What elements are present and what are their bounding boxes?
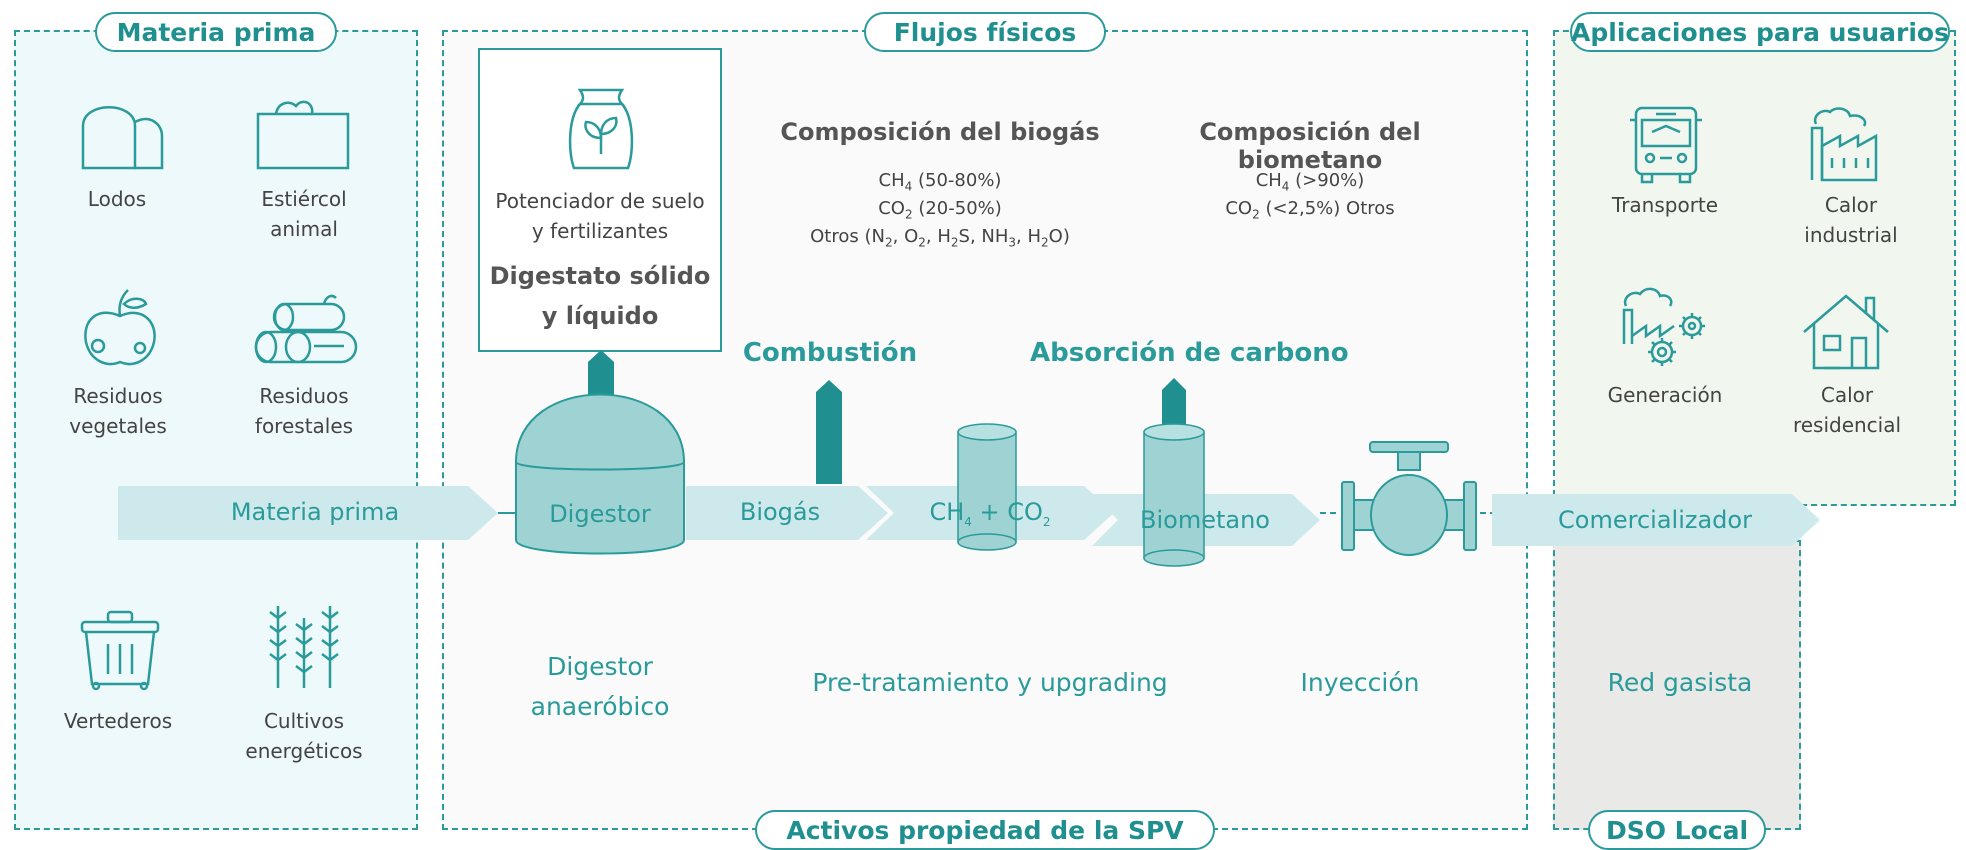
residuos-vegetales-icon	[84, 289, 156, 366]
house-icon	[1803, 294, 1889, 370]
arrow-comercializador	[1492, 494, 1820, 546]
absorcion-cylinder-icon	[1143, 378, 1205, 567]
calor-industrial-label-1: Calor	[1824, 193, 1878, 217]
flow-ch4-co2-label: CH4 + CO2	[929, 498, 1051, 529]
arrow-biogas	[686, 486, 888, 540]
estiercol-label-2: animal	[270, 217, 338, 241]
stage-red-gasista: Red gasista	[1607, 668, 1753, 697]
calor-residencial-label-2: residencial	[1792, 413, 1902, 437]
calor-residencial-label-1: Calor	[1820, 383, 1874, 407]
biometano-composition-title: Composición del biometano	[1199, 118, 1421, 174]
stage-digestor-2: anaeróbico	[530, 692, 670, 721]
digestato-desc-2: y fertilizantes	[531, 219, 669, 243]
estiercol-icon	[256, 100, 350, 170]
materia-prima-header: Materia prima	[95, 12, 337, 52]
biogas-comp-line-1: CH4 (50-80%)	[878, 170, 1002, 194]
transporte-label: Transporte	[1611, 193, 1719, 217]
arrow-materia-prima	[118, 486, 498, 540]
combustion-label: Combustión	[742, 338, 918, 368]
lodos-icon	[81, 106, 164, 170]
stage-digestor-1: Digestor	[547, 652, 653, 681]
digestor-tank-icon	[515, 350, 685, 555]
flow-digestor-label: Digestor	[549, 500, 651, 528]
vertederos-icon	[80, 610, 160, 691]
residuos-forestales-icon	[254, 294, 358, 364]
biogas-comp-line-3: Otros (N2, O2, H2S, NH3, H2O)	[810, 226, 1070, 250]
biometano-comp-line-2: CO2 (<2,5%) Otros	[1225, 198, 1395, 222]
cultivos-icon	[269, 606, 339, 688]
vertederos-label: Vertederos	[63, 709, 173, 733]
bus-icon	[1630, 106, 1702, 184]
combustion-chimney-icon	[816, 380, 842, 484]
flujos-fisicos-header: Flujos físicos	[864, 12, 1106, 52]
stage-pretratamiento: Pre-tratamiento y upgrading	[812, 668, 1168, 697]
digestato-title-1: Digestato sólido	[489, 262, 711, 290]
stage-inyeccion: Inyección	[1300, 668, 1420, 697]
residuos-forestales-label-1: Residuos	[259, 384, 349, 408]
lodos-label: Lodos	[87, 187, 147, 211]
materia-prima-panel	[14, 30, 418, 830]
cultivos-label-2: energéticos	[245, 739, 363, 763]
activos-spv-footer: Activos propiedad de la SPV	[755, 810, 1215, 850]
biogas-composition-title: Composición del biogás	[780, 118, 1100, 146]
flow-biogas-label: Biogás	[739, 498, 821, 526]
generacion-label: Generación	[1607, 383, 1723, 407]
flow-comercializador-label: Comercializador	[1558, 506, 1752, 534]
digestato-box	[478, 48, 722, 352]
residuos-forestales-label-2: forestales	[254, 414, 354, 438]
absorcion-label: Absorción de carbono	[1030, 338, 1349, 368]
dso-local-panel	[1553, 540, 1801, 830]
residuos-vegetales-label-2: vegetales	[69, 414, 167, 438]
flow-materia-prima-label: Materia prima	[230, 498, 400, 526]
fertilizer-bag-icon	[568, 88, 634, 170]
generation-icon	[1622, 287, 1705, 366]
residuos-vegetales-label-1: Residuos	[73, 384, 163, 408]
aplicaciones-header: Aplicaciones para usuarios	[1570, 12, 1950, 52]
industrial-heat-icon	[1810, 107, 1878, 182]
pretreatment-cylinder-icon	[957, 423, 1017, 551]
cultivos-label-1: Cultivos	[263, 709, 345, 733]
digestato-desc-1: Potenciador de suelo	[495, 189, 705, 213]
flow-biometano-label: Biometano	[1140, 506, 1270, 534]
biogas-comp-line-2: CO2 (20-50%)	[878, 198, 1002, 222]
biometano-comp-line-1: CH4 (>90%)	[1255, 170, 1365, 194]
digestato-title-2: y líquido	[541, 302, 659, 330]
injection-valve-icon	[1341, 441, 1477, 556]
calor-industrial-label-2: industrial	[1804, 223, 1898, 247]
estiercol-label-1: Estiércol	[261, 187, 347, 211]
